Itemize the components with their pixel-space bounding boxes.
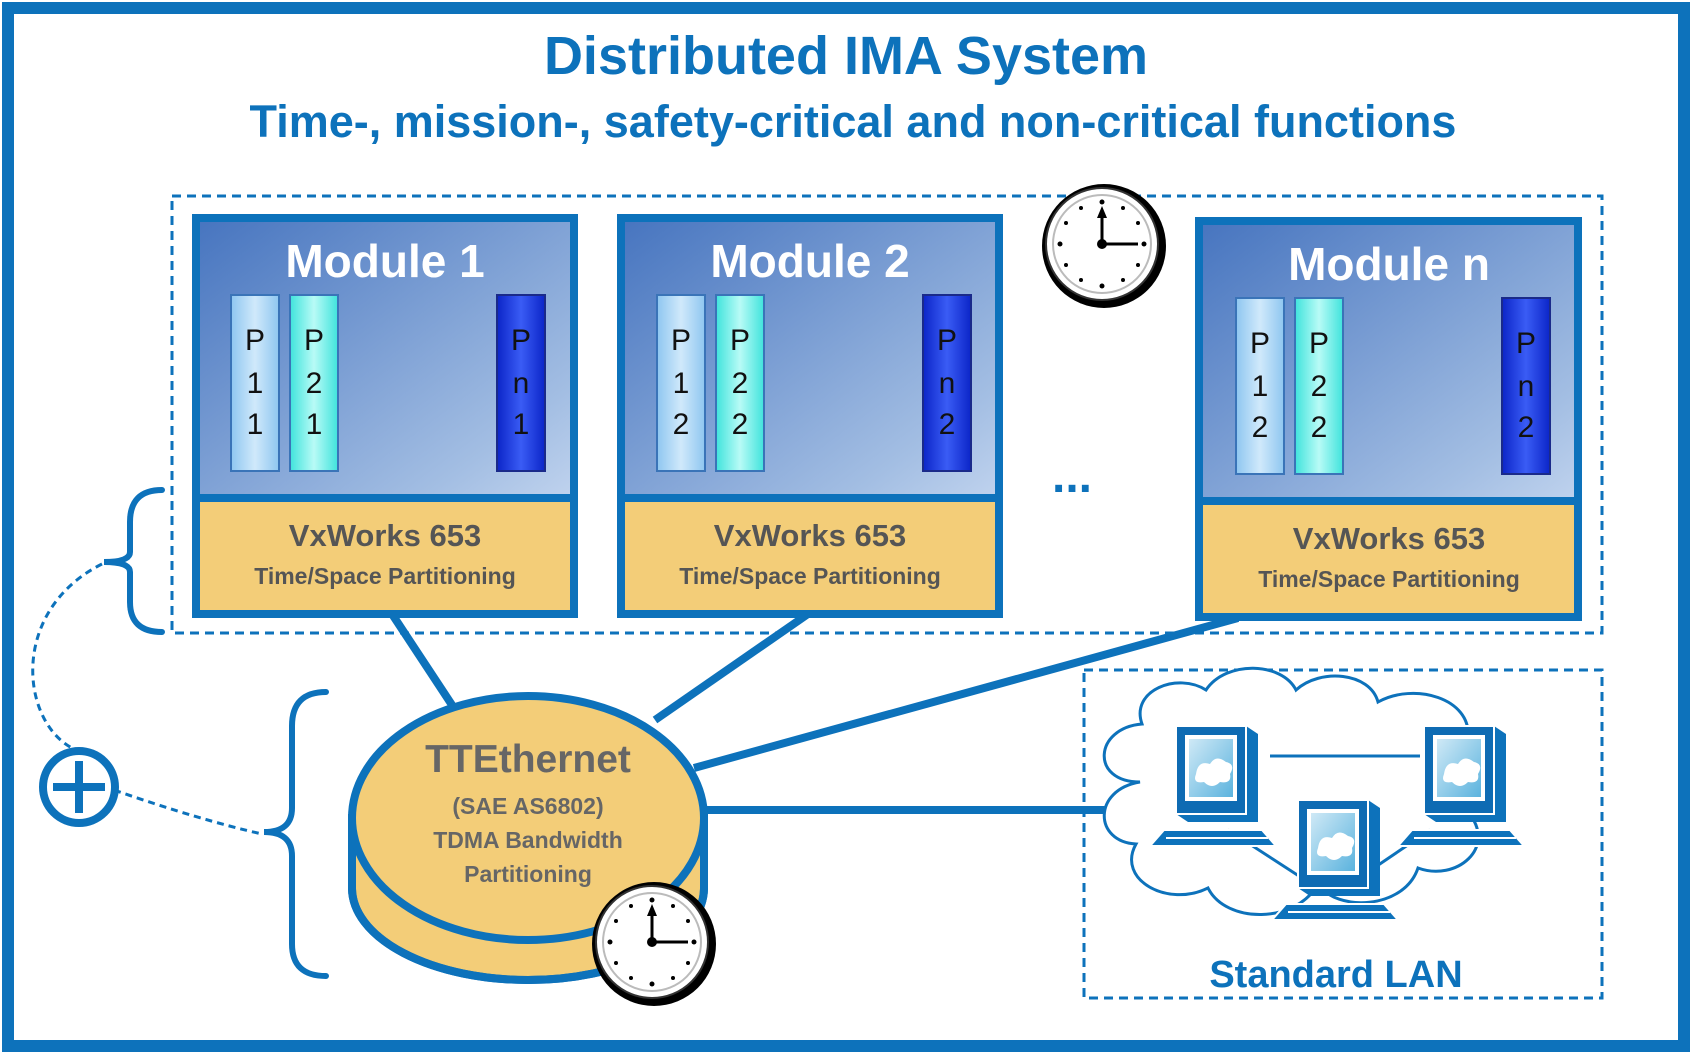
svg-text:2: 2 (1252, 411, 1269, 444)
lan-label: Standard LAN (1209, 954, 1462, 996)
network-desc-line2: Partitioning (464, 861, 592, 887)
network-standard: (SAE AS6802) (452, 793, 603, 819)
plus-circle-icon (39, 747, 119, 827)
svg-text:1: 1 (247, 408, 264, 441)
svg-text:2: 2 (673, 408, 690, 441)
os-description: Time/Space Partitioning (679, 563, 941, 589)
clock-icon (590, 880, 718, 1008)
svg-text:1: 1 (673, 367, 690, 400)
svg-text:1: 1 (247, 367, 264, 400)
modules-container (170, 194, 1604, 635)
network-desc-line1: TDMA Bandwidth (433, 827, 623, 853)
svg-text:n: n (939, 367, 956, 400)
svg-text:1: 1 (306, 408, 323, 441)
module-2: Module 2 P 1 2 P 2 2 P n 2 VxWorks 653 T… (617, 214, 1003, 618)
os-name: VxWorks 653 (714, 518, 906, 553)
svg-text:1: 1 (1252, 370, 1269, 403)
svg-text:P: P (245, 324, 265, 357)
svg-text:P: P (511, 324, 531, 357)
dashed-link-lower (113, 788, 263, 836)
diagram-title: Distributed IMA System (544, 26, 1148, 86)
partition-p22 (1294, 297, 1344, 475)
network-brace (263, 689, 329, 979)
svg-text:P: P (304, 324, 324, 357)
svg-text:1: 1 (513, 408, 530, 441)
os-description: Time/Space Partitioning (254, 563, 516, 589)
svg-text:2: 2 (1311, 411, 1328, 444)
module-title: Module 1 (285, 235, 484, 287)
svg-text:2: 2 (306, 367, 323, 400)
svg-text:P: P (937, 324, 957, 357)
partition-p22 (715, 294, 765, 472)
module-n: Module n P 1 2 P 2 2 P n 2 VxWorks 653 T… (1195, 217, 1582, 621)
svg-text:P: P (671, 324, 691, 357)
svg-text:2: 2 (732, 408, 749, 441)
svg-text:P: P (1309, 327, 1329, 360)
partition-pn1 (496, 294, 546, 472)
partition-pn2 (922, 294, 972, 472)
diagram-subtitle: Time-, mission-, safety-critical and non… (250, 96, 1457, 147)
svg-text:P: P (1516, 327, 1536, 360)
modules-brace (103, 487, 165, 635)
svg-text:P: P (730, 324, 750, 357)
svg-text:2: 2 (732, 367, 749, 400)
partition-p12 (656, 294, 706, 472)
network-title: TTEthernet (425, 738, 631, 781)
partition-p21 (289, 294, 339, 472)
module-title: Module n (1288, 238, 1490, 290)
os-description: Time/Space Partitioning (1258, 566, 1520, 592)
dashed-link-upper (31, 562, 103, 750)
partition-pn2 (1501, 297, 1551, 475)
os-name: VxWorks 653 (1293, 521, 1485, 556)
module-ellipsis: ... (1052, 450, 1092, 503)
os-name: VxWorks 653 (289, 518, 481, 553)
svg-text:P: P (1250, 327, 1270, 360)
svg-text:n: n (513, 367, 530, 400)
partition-p12 (1235, 297, 1285, 475)
ttethernet-network: TTEthernet (SAE AS6802) TDMA Bandwidth P… (348, 692, 708, 984)
lan-container (1082, 668, 1604, 1000)
svg-text:n: n (1518, 370, 1535, 403)
svg-text:2: 2 (1311, 370, 1328, 403)
module-1: Module 1 P 1 1 P 2 1 P n 1 VxWorks 653 T… (192, 214, 578, 618)
clock-icon (1040, 182, 1168, 310)
svg-text:2: 2 (1518, 411, 1535, 444)
svg-text:2: 2 (939, 408, 956, 441)
network-links (388, 610, 1240, 814)
partition-p11 (230, 294, 280, 472)
module-title: Module 2 (710, 235, 909, 287)
